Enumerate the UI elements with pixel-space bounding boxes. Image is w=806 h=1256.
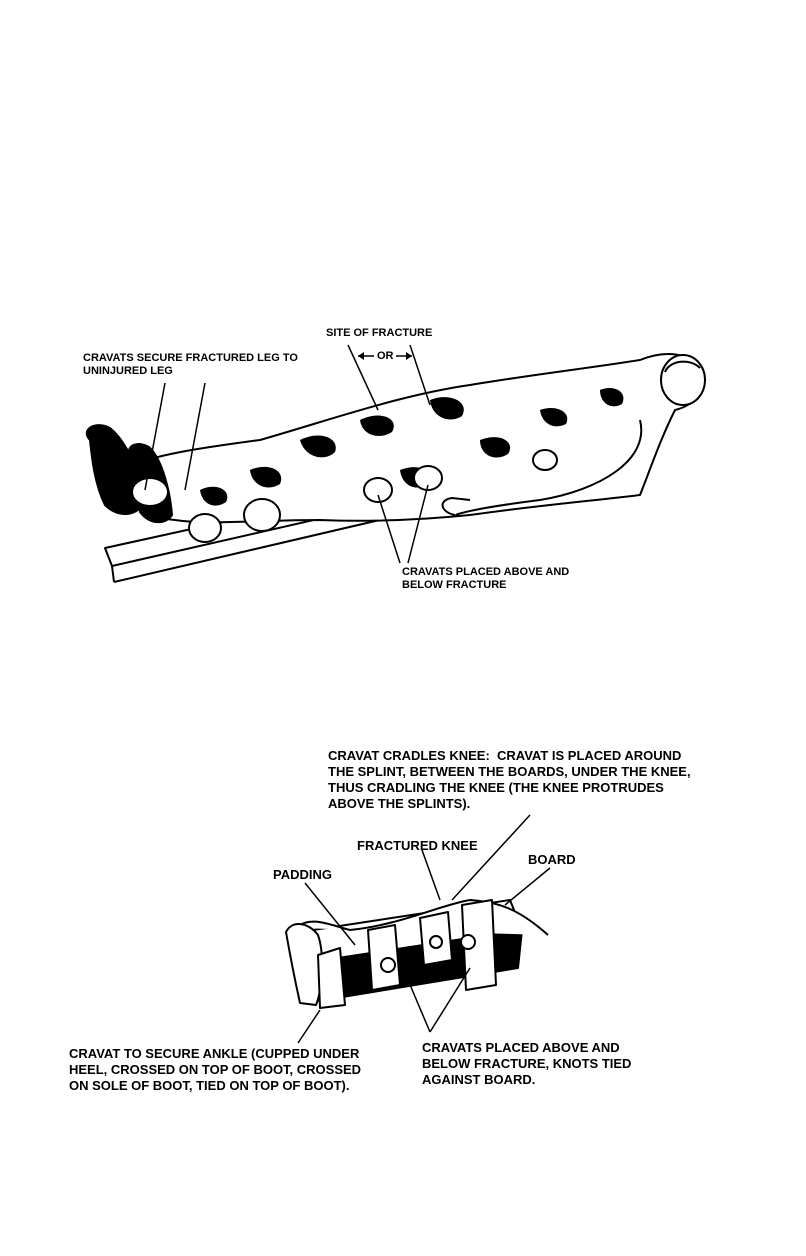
arm bbox=[454, 419, 643, 516]
cravat-6 bbox=[532, 449, 558, 471]
cravat-4 bbox=[363, 477, 393, 503]
label-cravats-knots: CRAVATS PLACED ABOVE AND BELOW FRACTURE,… bbox=[422, 1040, 632, 1087]
label-board: BOARD bbox=[528, 852, 576, 867]
cravat-1 bbox=[131, 477, 169, 507]
knee-splint-drawing bbox=[285, 814, 551, 1044]
label-cravats-secure-leg: CRAVATS SECURE FRACTURED LEG TO UNINJURE… bbox=[83, 352, 298, 378]
label-cravat-secure-ankle: CRAVAT TO SECURE ANKLE (CUPPED UNDER HEE… bbox=[69, 1046, 362, 1093]
cravat-knee-right bbox=[461, 899, 497, 991]
label-or: OR bbox=[377, 350, 394, 362]
cravat-5 bbox=[413, 465, 443, 491]
ankle-boot bbox=[285, 923, 324, 1006]
cravat-2 bbox=[188, 513, 222, 543]
label-fractured-knee: FRACTURED KNEE bbox=[357, 838, 478, 853]
label-cravat-cradles-knee: CRAVAT CRADLES KNEE: CRAVAT IS PLACED AR… bbox=[328, 748, 691, 811]
splinted-soldier-drawing bbox=[85, 344, 706, 583]
cravat-knee-left bbox=[367, 924, 401, 991]
cravat-ankle bbox=[317, 947, 346, 1009]
hand bbox=[441, 497, 471, 516]
label-padding: PADDING bbox=[273, 867, 332, 882]
label-site-of-fracture: SITE OF FRACTURE bbox=[326, 327, 433, 339]
label-cravats-placed-top: CRAVATS PLACED ABOVE AND BELOW FRACTURE bbox=[402, 566, 570, 592]
cravat-3 bbox=[243, 498, 281, 532]
